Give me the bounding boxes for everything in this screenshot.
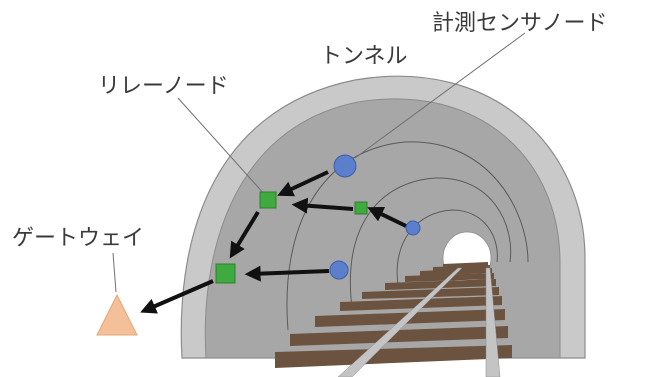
tunnel-ring-2 (349, 177, 512, 309)
label-relay-node: リレーノード (98, 74, 229, 99)
relay-node-2 (354, 201, 368, 215)
leader-lines (112, 32, 526, 293)
arrow-sensor3-to-relay3 (244, 265, 330, 282)
arrow-relay2-to-relay1 (291, 197, 354, 214)
data-flow-arrows (140, 170, 407, 314)
relay-node-3 (215, 263, 236, 284)
arrow-relay1-to-relay3 (229, 210, 260, 259)
relay-node-1 (259, 191, 277, 209)
label-gateway: ゲートウェイ (12, 226, 144, 251)
rail-right (485, 267, 501, 377)
labels: 計測センサノード トンネル リレーノード ゲートウェイ (12, 11, 608, 251)
tunnel-ring-1 (286, 141, 529, 331)
sensor-nodes (329, 154, 421, 280)
label-sensor-node: 計測センサノード (432, 11, 608, 36)
relay-nodes (215, 191, 368, 284)
tunnel-ring-3 (396, 209, 498, 286)
rail-left (337, 267, 463, 377)
leader-sensor (354, 32, 526, 159)
railway-track (275, 262, 512, 377)
leader-relay (177, 97, 267, 197)
sensor-node-2 (405, 220, 421, 236)
label-tunnel: トンネル (320, 44, 408, 69)
sensor-node-1 (333, 154, 357, 178)
arrow-sensor1-to-relay1 (277, 170, 329, 197)
leader-gateway (112, 252, 117, 293)
arrow-sensor2-to-relay2 (367, 206, 407, 228)
arrow-relay3-to-gateway (140, 279, 214, 314)
gateway-node (96, 293, 138, 336)
sensor-node-3 (329, 260, 349, 280)
